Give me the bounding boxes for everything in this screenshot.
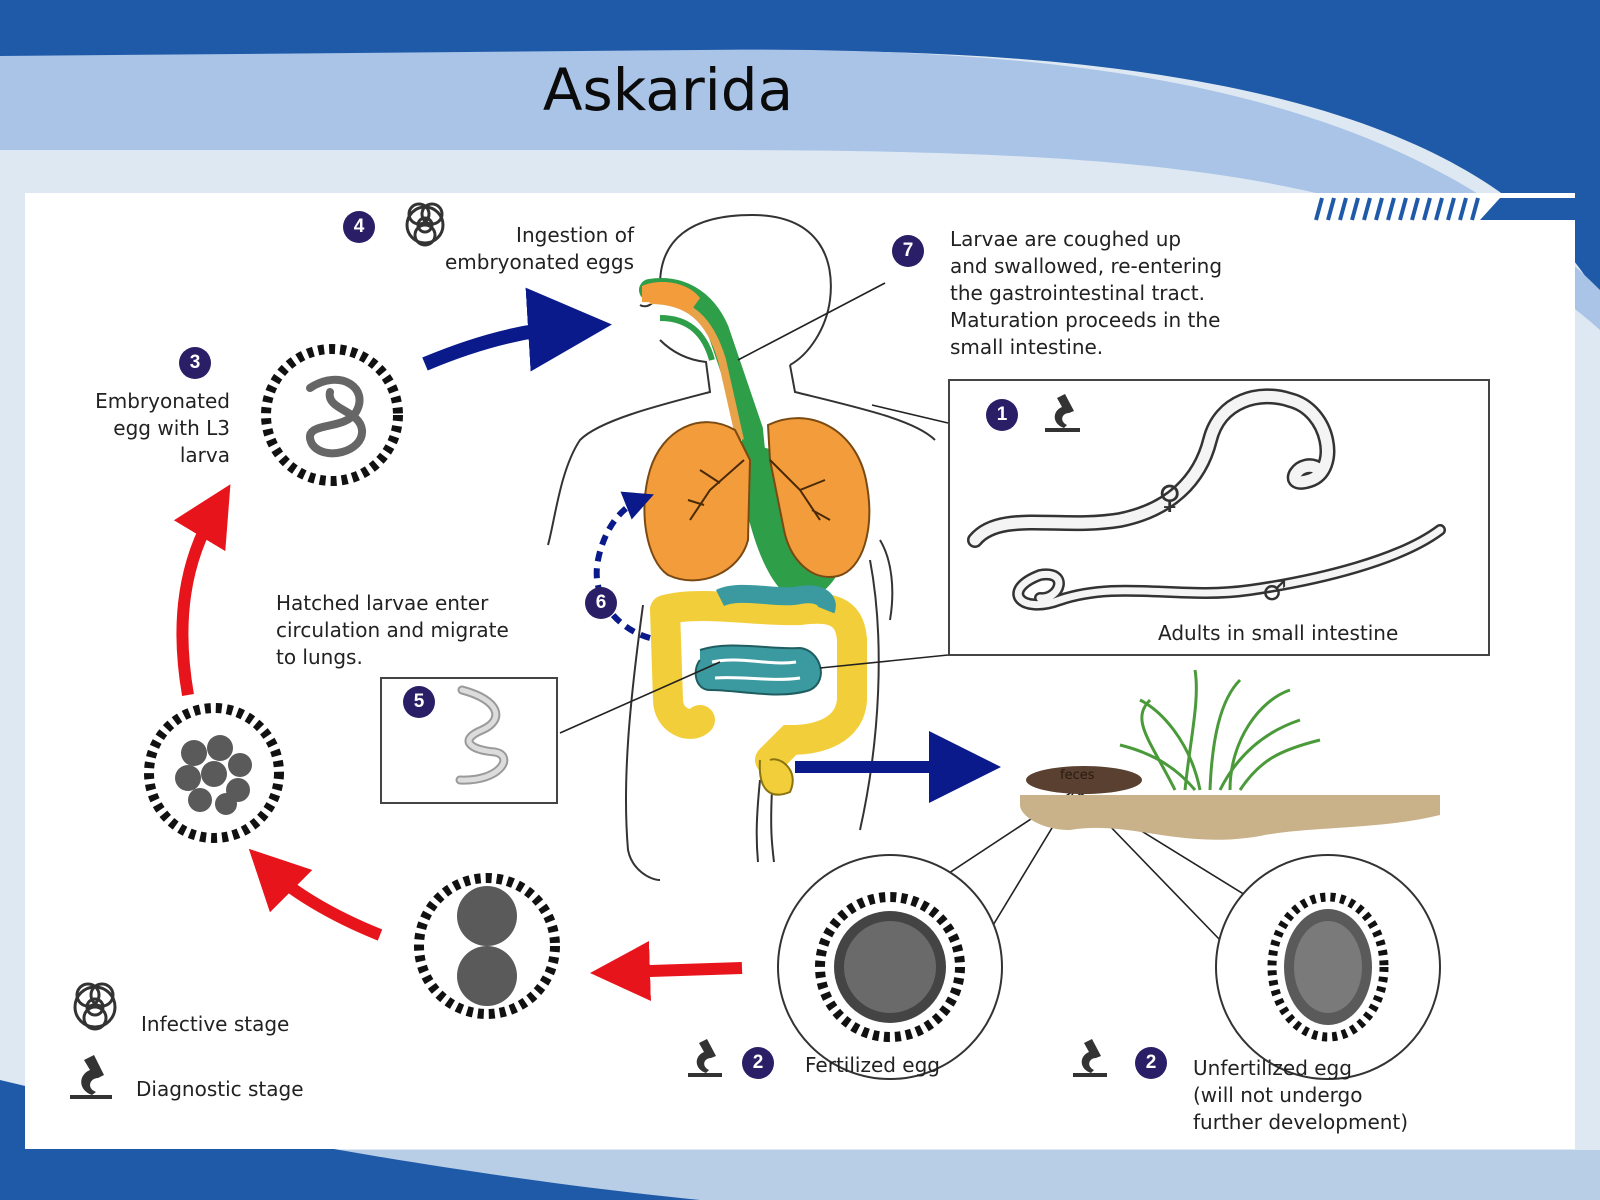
step-badge-2-unfertilized: 2 [1135, 1047, 1167, 1079]
step1-label: Adults in small intestine [1158, 621, 1399, 645]
step2-unfertilized-label: Unfertilized egg (will not undergo furth… [1193, 1055, 1408, 1136]
microscope-icon [688, 1039, 722, 1077]
step3-label-line: egg with L3 [113, 416, 230, 440]
microscope-icon [1045, 394, 1080, 432]
lungs [643, 417, 871, 582]
step7-label-line: Larvae are coughed up [950, 227, 1182, 251]
step-badge-3: 3 [179, 347, 211, 379]
step-badge-6: 6 [585, 587, 617, 619]
step-badge-1: 1 [986, 399, 1018, 431]
step2-fertilized-label: Fertilized egg [805, 1053, 940, 1077]
step7-label-line: the gastrointestinal tract. [950, 281, 1205, 305]
step-badge-5: 5 [403, 686, 435, 718]
legend-infective-label: Infective stage [141, 1012, 290, 1036]
step7-label-line: Maturation proceeds in the [950, 308, 1221, 332]
development-arrows [173, 484, 743, 1002]
biohazard-icon [405, 202, 445, 247]
male-symbol: ♂ [1262, 574, 1288, 607]
step2b-label-line: (will not undergo [1193, 1083, 1363, 1107]
step4-label-line: Ingestion of [516, 223, 634, 247]
step2b-label-line: Unfertilized egg [1193, 1056, 1352, 1080]
egg-embryonated [261, 344, 403, 486]
step6-label: Hatched larvae enter circulation and mig… [276, 590, 509, 671]
step3-label: Embryonated egg with L3 larva [40, 388, 230, 469]
step6-label-line: Hatched larvae enter [276, 591, 489, 615]
arrow-fertilized-to-two-cell [590, 941, 743, 1002]
microscope-icon [1073, 1039, 1107, 1077]
feces-mound [1026, 766, 1142, 794]
egg-fertilized-large [777, 854, 1003, 1080]
step7-label-line: and swallowed, re-entering [950, 254, 1223, 278]
adults-box [948, 379, 1490, 656]
stripe-decoration [1312, 197, 1575, 221]
grass-clump [1119, 669, 1321, 791]
step2b-label-line: further development) [1193, 1110, 1409, 1134]
female-symbol: ♀ [1158, 478, 1182, 516]
step4-label-line: embryonated eggs [444, 250, 634, 274]
intestines [650, 584, 867, 796]
slide-title: Askarida [542, 56, 794, 124]
egg-multi-cell [144, 703, 284, 843]
step3-label-line: larva [179, 443, 230, 467]
step3-label-line: Embryonated [95, 389, 230, 413]
egg-two-cell [414, 873, 560, 1019]
arrow-two-cell-to-multi-cell [248, 848, 383, 941]
human-body-outline [547, 214, 936, 881]
step-badge-2-fertilized: 2 [742, 1047, 774, 1079]
arrow-to-lungs [593, 491, 654, 641]
step6-label-line: circulation and migrate [276, 618, 509, 642]
step-badge-7: 7 [892, 235, 924, 267]
arrow-multi-cell-to-embryonated [173, 484, 231, 697]
legend-diagnostic-label: Diagnostic stage [136, 1077, 304, 1101]
microscope-icon [70, 1055, 112, 1099]
arrow-to-mouth [422, 287, 612, 372]
feces-label: feces [1060, 768, 1095, 783]
soil-and-feces [1020, 669, 1440, 840]
step6-label-line: to lungs. [276, 645, 363, 669]
forward-arrows [422, 287, 1001, 803]
step7-label: Larvae are coughed up and swallowed, re-… [950, 226, 1222, 361]
step-badge-4: 4 [343, 211, 375, 243]
step4-label: Ingestion of embryonated eggs [386, 222, 634, 276]
step7-label-line: small intestine. [950, 335, 1104, 359]
biohazard-icon [73, 982, 117, 1031]
egg-unfertilized-large [1215, 854, 1441, 1080]
